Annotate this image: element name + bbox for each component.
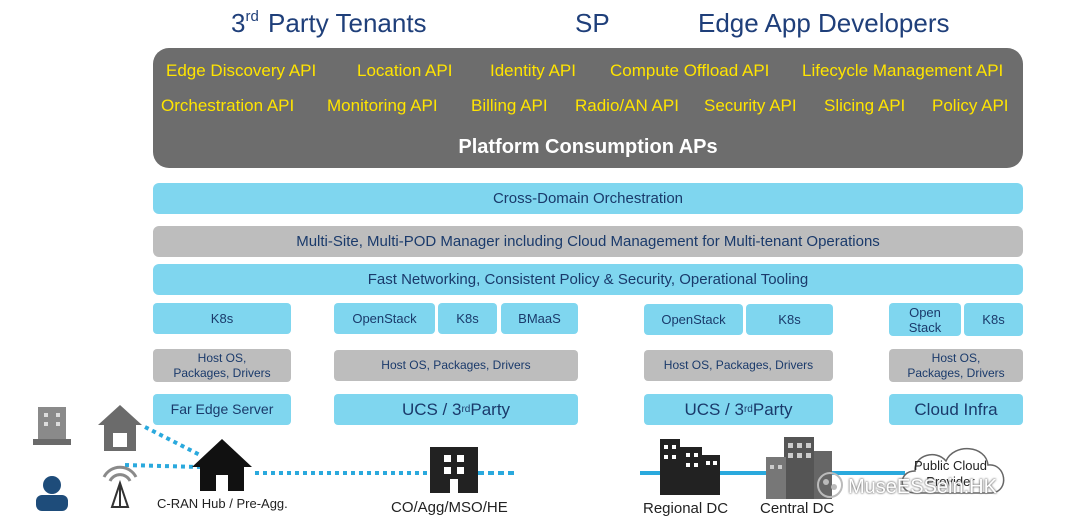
api-monitoring: Monitoring API xyxy=(327,96,438,115)
api-edge-discovery: Edge Discovery API xyxy=(166,61,317,80)
cloud-infra: Cloud Infra xyxy=(889,394,1023,425)
co-host-os: Host OS, Packages, Drivers xyxy=(334,350,578,381)
watermark-text: MuseESSein.HK xyxy=(848,476,997,498)
home-icon xyxy=(98,405,142,451)
enterprise-building-icon xyxy=(33,407,71,445)
central-dc-label: Central DC xyxy=(760,500,835,517)
cloud-k8s: K8s xyxy=(964,303,1023,336)
api-orchestration: Orchestration API xyxy=(161,96,295,115)
far-edge-host-os: Host OS, Packages, Drivers xyxy=(153,349,291,382)
cran-hub-label: C-RAN Hub / Pre-Agg. xyxy=(157,496,288,511)
platform-consumption-title: Platform Consumption APs xyxy=(458,136,718,158)
regional-host-os: Host OS, Packages, Drivers xyxy=(644,350,833,381)
api-radio-an: Radio/AN API xyxy=(575,96,679,115)
developers-heading: Edge App Developers xyxy=(698,8,950,38)
co-bmaas: BMaaS xyxy=(501,303,578,334)
user-icon xyxy=(36,476,68,511)
fast-networking-bar: Fast Networking, Consistent Policy & Sec… xyxy=(153,264,1023,295)
api-security: Security API xyxy=(704,96,797,115)
co-openstack: OpenStack xyxy=(334,303,435,334)
regional-openstack: OpenStack xyxy=(644,304,743,335)
api-lifecycle: Lifecycle Management API xyxy=(802,61,1004,80)
multi-site-manager-bar: Multi-Site, Multi-POD Manager including … xyxy=(153,226,1023,257)
api-billing: Billing API xyxy=(471,96,548,115)
co-k8s: K8s xyxy=(438,303,497,334)
far-edge-k8s: K8s xyxy=(153,303,291,334)
api-policy: Policy API xyxy=(932,96,1009,115)
api-compute-offload: Compute Offload API xyxy=(610,61,770,80)
link-tower-cran xyxy=(124,463,201,469)
public-cloud-label: Public Cloud Provider xyxy=(914,458,987,489)
api-slicing: Slicing API xyxy=(824,96,906,115)
cloud-openstack: Open Stack xyxy=(889,303,961,336)
co-label: CO/Agg/MSO/HE xyxy=(391,499,508,516)
sp-heading: SP xyxy=(575,8,610,38)
api-location: Location API xyxy=(357,61,453,80)
cross-domain-orchestration-bar: Cross-Domain Orchestration xyxy=(153,183,1023,214)
api-identity: Identity API xyxy=(490,61,576,80)
link-home-cran xyxy=(144,425,201,457)
regional-dc-icon xyxy=(660,439,720,495)
central-dc-icon xyxy=(766,437,832,499)
public-cloud-icon xyxy=(901,447,1005,494)
watermark-logo-icon xyxy=(817,472,843,498)
co-building-icon xyxy=(430,447,478,493)
regional-dc-label: Regional DC xyxy=(643,500,729,517)
cell-tower-icon xyxy=(102,465,138,508)
far-edge-server: Far Edge Server xyxy=(153,394,291,425)
tenants-heading: 3rd Party Tenants xyxy=(231,8,427,38)
regional-k8s: K8s xyxy=(746,304,833,335)
cran-hub-icon xyxy=(192,439,252,491)
cloud-host-os: Host OS, Packages, Drivers xyxy=(889,349,1023,382)
api-panel xyxy=(153,48,1023,168)
network-diagram xyxy=(33,405,1005,511)
